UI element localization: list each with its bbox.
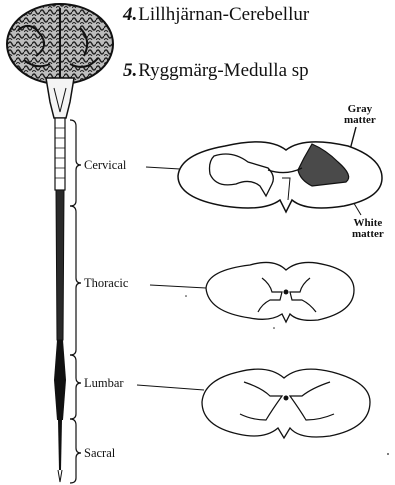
white-matter-line2: matter: [352, 229, 384, 240]
thoracic-cross-section: [206, 262, 354, 322]
brain-illustration: [7, 4, 113, 84]
label-lumbar: Lumbar: [84, 376, 124, 391]
label-gray-matter: Gray matter: [344, 104, 376, 126]
label-thoracic: Thoracic: [84, 276, 128, 291]
gray-matter-line2: matter: [344, 115, 376, 126]
label-white-matter: White matter: [352, 218, 384, 240]
label-sacral: Sacral: [84, 446, 115, 461]
lumbar-cross-section: [202, 369, 370, 438]
cervical-cross-section: [178, 142, 382, 212]
segment-braces: [70, 120, 81, 483]
spinal-column: [54, 118, 66, 482]
label-cervical: Cervical: [84, 158, 126, 173]
